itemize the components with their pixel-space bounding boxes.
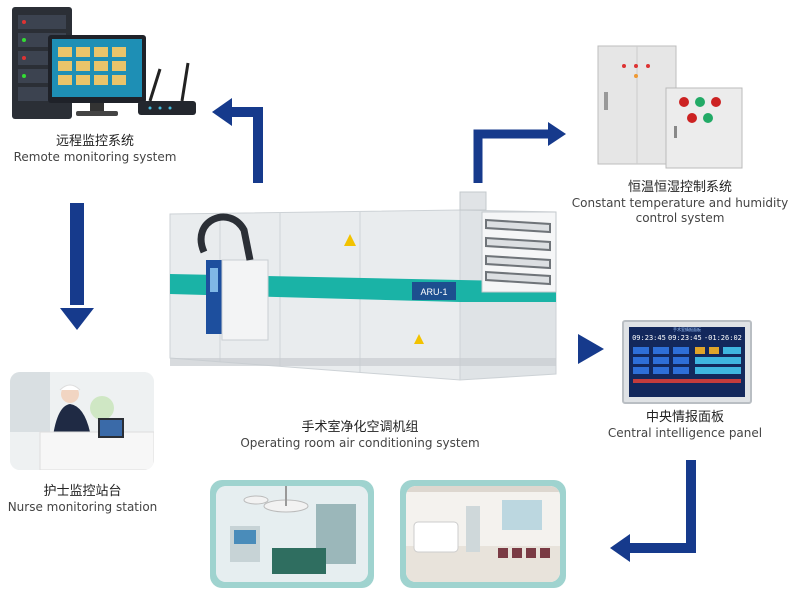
arrow-panel-to-bottom-icon bbox=[610, 460, 696, 562]
remote-title-zh: 远程监控系统 bbox=[55, 134, 134, 149]
constant-title-en-1: Constant temperature and humidity bbox=[571, 196, 789, 211]
panel-time-2: 09:23:45 bbox=[668, 334, 702, 342]
arrow-down-to-nurse-icon bbox=[60, 203, 94, 330]
air-conditioning-unit-illustration: ARU-1 bbox=[160, 190, 560, 410]
arrow-up-to-remote-icon bbox=[212, 98, 263, 183]
constant-control-caption: 恒温恒湿控制系统 Constant temperature and humidi… bbox=[570, 180, 790, 226]
panel-time-row: 09:23:45 09:23:45 -01:26:02 bbox=[629, 333, 745, 343]
operating-room-photo bbox=[216, 486, 368, 582]
remote-monitoring-caption: 远程监控系统 Remote monitoring system bbox=[0, 134, 190, 165]
ward-photo-frame bbox=[400, 480, 566, 588]
nurse-title-en: Nurse monitoring station bbox=[7, 500, 158, 515]
router-icon bbox=[138, 62, 196, 115]
nurse-title-zh: 护士监控站台 bbox=[43, 484, 122, 499]
panel-time-3: -01:26:02 bbox=[703, 334, 742, 342]
panel-time-1: 09:23:45 bbox=[632, 334, 666, 342]
center-title-zh: 手术室净化空调机组 bbox=[301, 420, 419, 435]
operating-room-photo-frame bbox=[210, 480, 374, 588]
central-panel-illustration: 手术室情报面板 09:23:45 09:23:45 -01:26:02 bbox=[622, 320, 752, 404]
arrow-to-constant-icon bbox=[473, 122, 566, 183]
panel-caption: 中央情报面板 Central intelligence panel bbox=[590, 410, 780, 441]
control-cabinet-illustration bbox=[596, 42, 746, 174]
panel-frame: 手术室情报面板 09:23:45 09:23:45 -01:26:02 bbox=[622, 320, 752, 404]
panel-screen: 手术室情报面板 09:23:45 09:23:45 -01:26:02 bbox=[629, 327, 745, 397]
center-title-en: Operating room air conditioning system bbox=[240, 436, 480, 451]
panel-title-en: Central intelligence panel bbox=[607, 426, 763, 441]
air-handler-unit-icon: ARU-1 bbox=[169, 191, 557, 381]
constant-title-en-2: control system bbox=[635, 211, 725, 226]
remote-title-en: Remote monitoring system bbox=[13, 150, 177, 165]
monitor-icon bbox=[48, 35, 146, 116]
nurse-station-photo bbox=[10, 372, 154, 470]
unit-label: ARU-1 bbox=[420, 287, 447, 297]
panel-grid-icon bbox=[633, 347, 741, 383]
arrow-to-panel-icon bbox=[578, 334, 604, 364]
constant-title-zh: 恒温恒湿控制系统 bbox=[627, 180, 732, 195]
center-caption: 手术室净化空调机组 Operating room air conditionin… bbox=[200, 420, 520, 451]
panel-screen-header: 手术室情报面板 bbox=[673, 327, 701, 332]
remote-monitoring-illustration bbox=[10, 5, 200, 130]
panel-title-zh: 中央情报面板 bbox=[645, 410, 724, 425]
nurse-caption: 护士监控站台 Nurse monitoring station bbox=[0, 484, 165, 515]
control-cabinet-icon bbox=[597, 45, 743, 169]
ward-photo bbox=[406, 486, 560, 582]
